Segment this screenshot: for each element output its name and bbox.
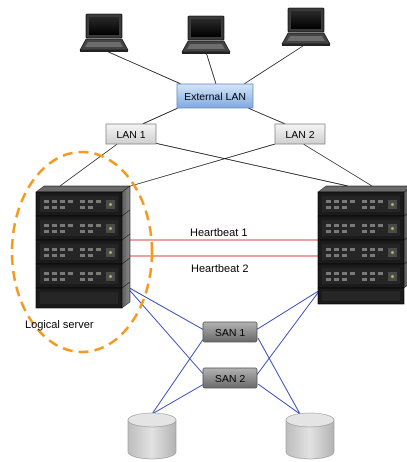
lan2-label: LAN 2 [285, 129, 314, 141]
lan1-switch: LAN 1 [105, 123, 157, 145]
laptop-icon [79, 13, 129, 53]
left-server-stack [35, 185, 131, 309]
external-lan-label: External LAN [184, 91, 246, 103]
laptop-icon [181, 15, 231, 55]
san2-switch: SAN 2 [202, 367, 258, 389]
storage-disk-right [285, 412, 335, 460]
san-connection-lines [125, 285, 321, 415]
logical-server-label: Logical server [25, 319, 94, 331]
san1-switch: SAN 1 [202, 321, 258, 343]
lan1-label: LAN 1 [116, 129, 145, 141]
right-server-stack [317, 185, 407, 305]
logical-server-outline [10, 150, 154, 354]
laptop-icon [281, 7, 331, 47]
storage-disk-left [127, 412, 177, 460]
external-lan-box: External LAN [176, 83, 254, 109]
client-laptops [79, 7, 331, 55]
heartbeat-lines [126, 239, 322, 257]
heartbeat1-label: Heartbeat 1 [190, 227, 247, 239]
lan2-switch: LAN 2 [274, 123, 326, 145]
san2-label: SAN 2 [215, 373, 246, 385]
san1-label: SAN 1 [215, 327, 246, 339]
lan-connection-lines [59, 43, 373, 193]
heartbeat2-label: Heartbeat 2 [191, 263, 248, 275]
